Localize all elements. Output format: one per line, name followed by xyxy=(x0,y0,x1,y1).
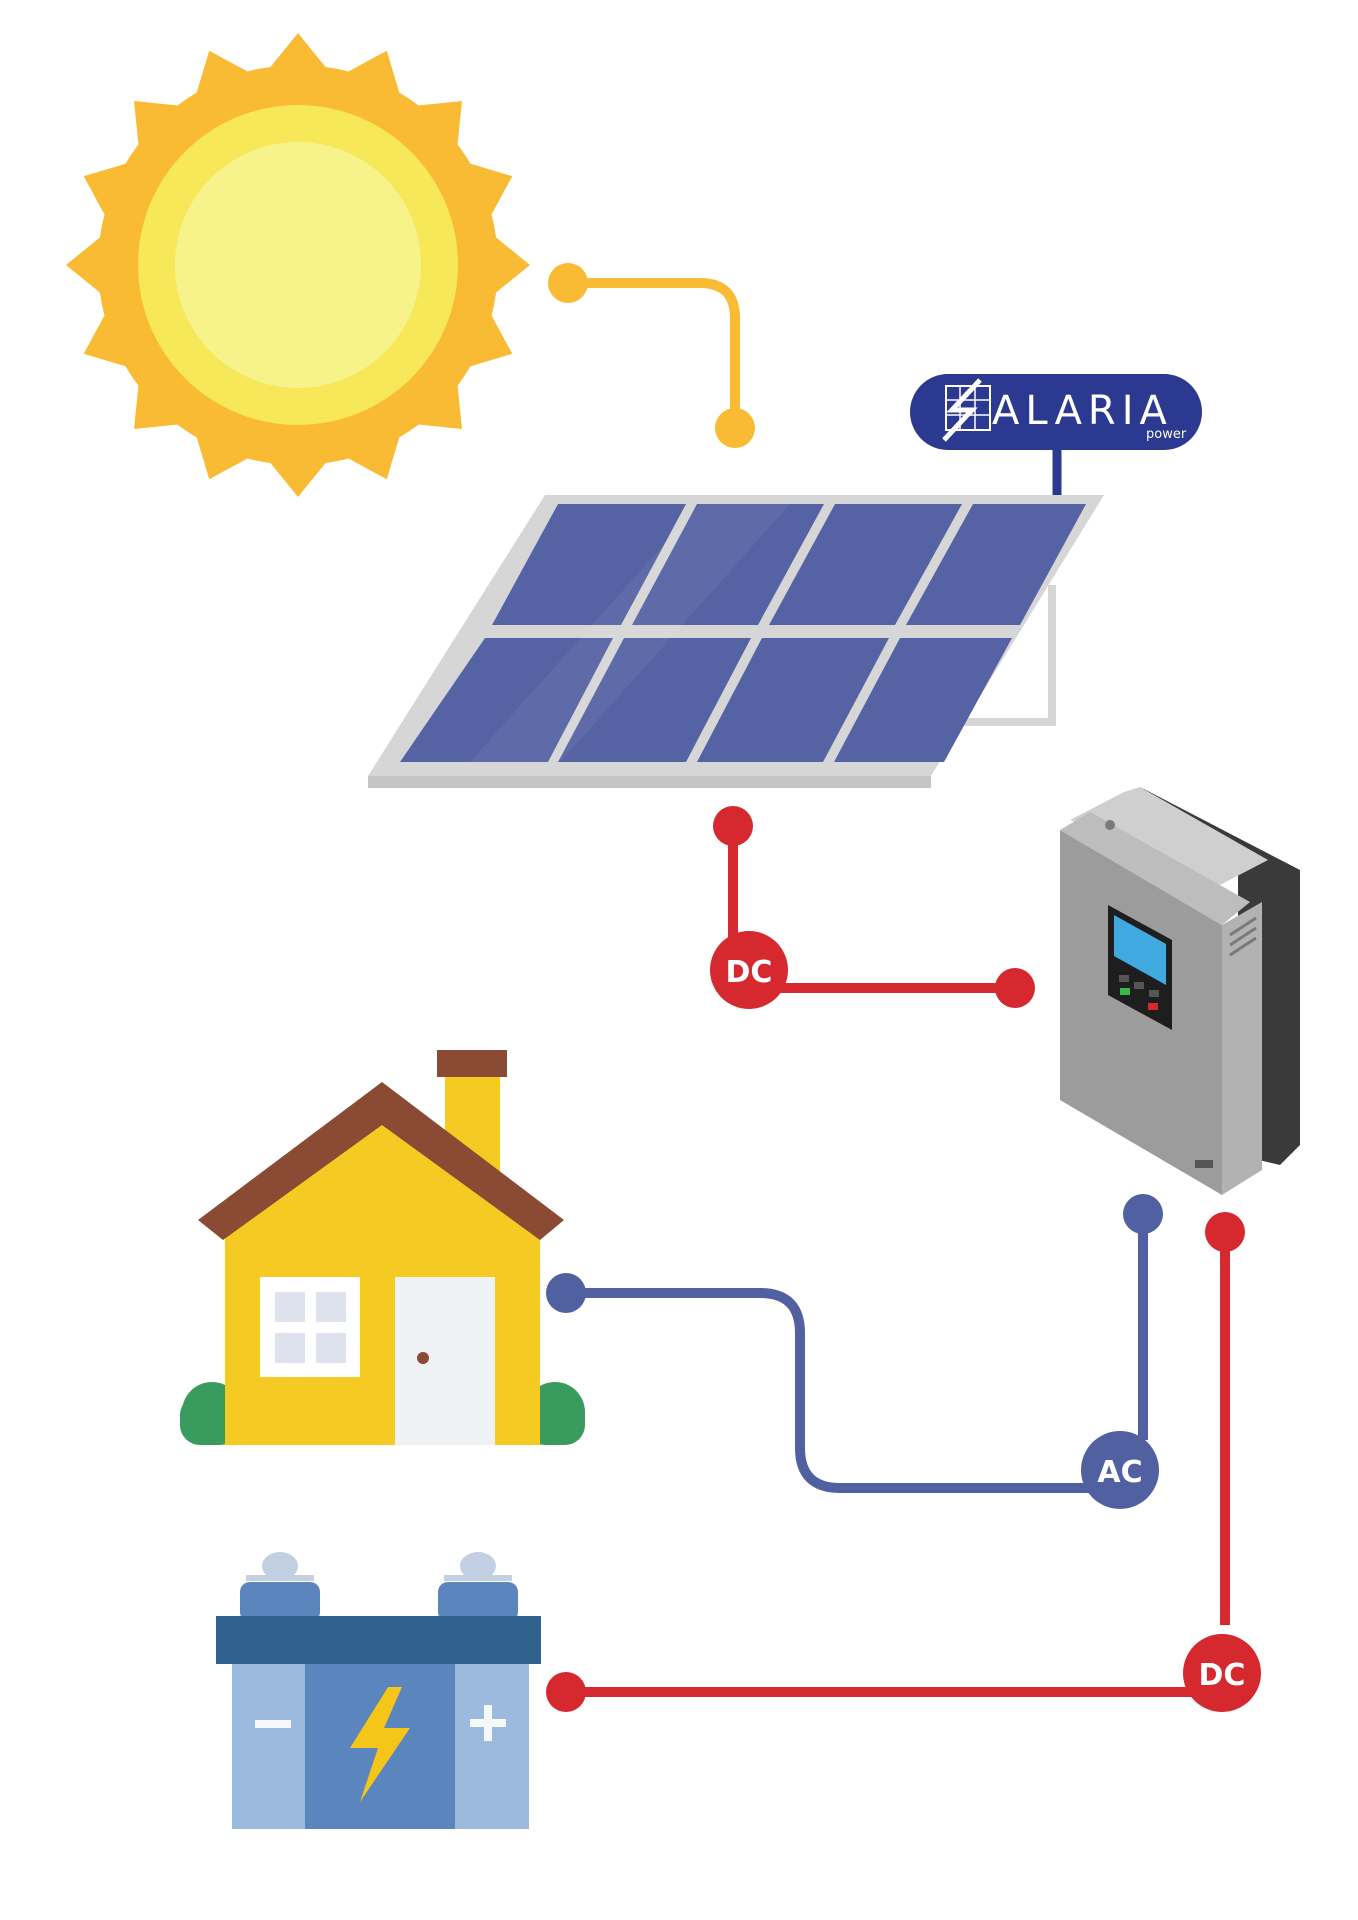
inverter-dc-dot xyxy=(995,968,1035,1008)
bolt-icon xyxy=(350,1687,410,1802)
solar-panel-icon xyxy=(368,495,1104,788)
dc-badge-bottom-label: DC xyxy=(1199,1658,1246,1693)
dc-wire-battery: DC xyxy=(546,1634,1261,1712)
battery-plus-icon xyxy=(470,1705,506,1741)
dc-badge-top-label: DC xyxy=(726,955,773,990)
brand-sub: power xyxy=(1146,427,1187,442)
inverter-icon xyxy=(1060,787,1300,1195)
battery-icon xyxy=(216,1552,541,1829)
brand-name: ALARIA xyxy=(992,388,1173,434)
house-ac-dot xyxy=(546,1273,586,1313)
ac-badge xyxy=(1081,1431,1159,1509)
ac-wire-house: AC xyxy=(546,1273,1159,1509)
panel-cells xyxy=(400,504,1086,762)
inverter-ac-wire xyxy=(1123,1194,1163,1440)
brand-logo-icon xyxy=(942,378,991,442)
inverter-dc-battery-wire xyxy=(1205,1212,1245,1625)
inverter-ac-dot xyxy=(1123,1194,1163,1234)
dc-wire-panel-inverter: DC xyxy=(710,806,1035,1009)
sun-connector-start-dot xyxy=(548,263,588,303)
inverter-battery-dc-dot xyxy=(1205,1212,1245,1252)
panel-dc-dot xyxy=(713,806,753,846)
ac-badge-label: AC xyxy=(1097,1455,1142,1490)
sun-icon xyxy=(66,33,530,497)
sun-connector xyxy=(548,263,755,448)
dc-badge-bottom xyxy=(1183,1634,1261,1712)
house-icon xyxy=(180,1050,585,1445)
brand-badge: ALARIA power xyxy=(910,374,1202,498)
battery-minus-icon xyxy=(255,1720,291,1728)
battery-dc-dot xyxy=(546,1672,586,1712)
dc-badge-top xyxy=(710,931,788,1009)
sun-connector-end-dot xyxy=(715,408,755,448)
